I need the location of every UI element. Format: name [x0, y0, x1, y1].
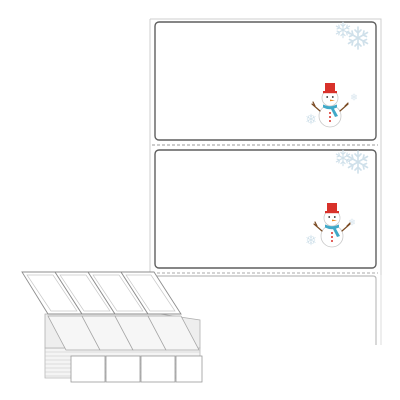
label-2 — [154, 149, 377, 269]
label-1 — [154, 21, 377, 141]
fanfold-stack — [21, 271, 203, 383]
